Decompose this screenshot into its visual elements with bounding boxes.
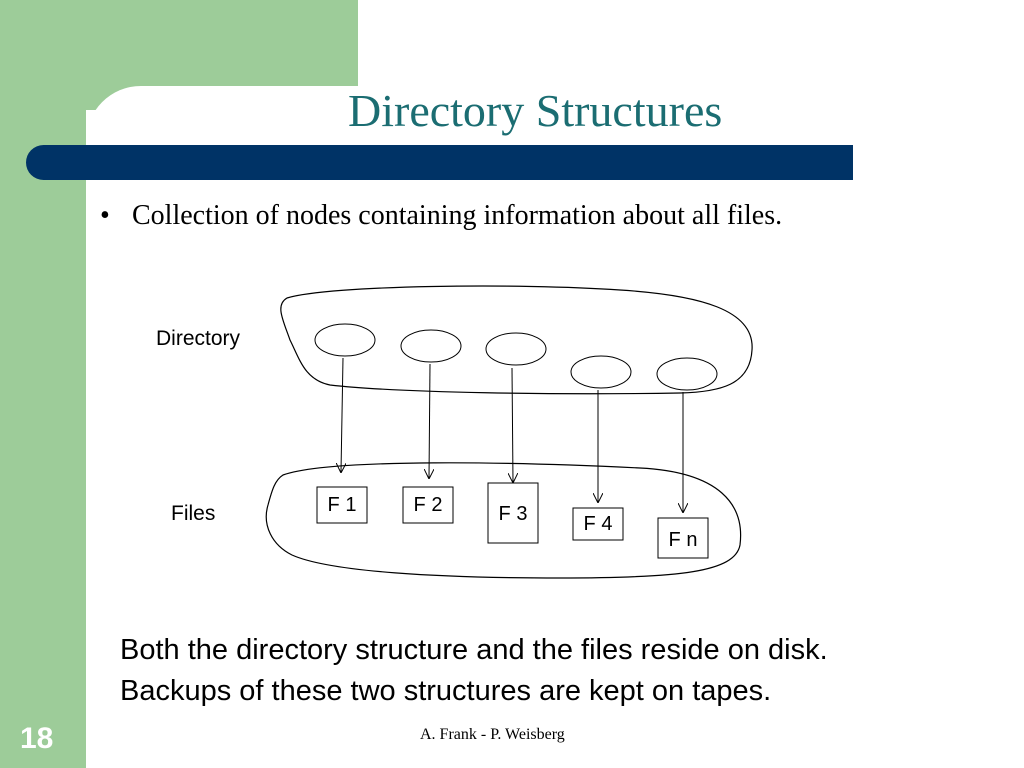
bullet-dot: • <box>100 200 110 231</box>
footer-author: A. Frank - P. Weisberg <box>420 726 565 743</box>
bullet-text: Collection of nodes containing informati… <box>132 200 783 231</box>
file-box <box>487 482 539 544</box>
files-label: Files <box>171 502 215 525</box>
file-label: F n <box>669 529 698 551</box>
directory-node <box>485 332 547 366</box>
arrow <box>429 363 430 478</box>
directory-boundary <box>280 285 753 395</box>
slide-number: 18 <box>20 722 54 755</box>
slide-title: Directory Structures <box>348 85 723 136</box>
file-label: F 2 <box>414 494 443 516</box>
summary-line: Backups of these two structures are kept… <box>120 675 772 707</box>
summary-text: Both the directory structure and the fil… <box>120 630 828 712</box>
sidebar-left-band <box>0 0 86 768</box>
file-box <box>657 517 709 559</box>
title-bar <box>26 145 853 180</box>
summary-line: Both the directory structure and the fil… <box>120 634 828 666</box>
arrow <box>512 367 513 482</box>
file-box <box>316 486 368 524</box>
directory-node <box>400 329 462 363</box>
file-box <box>572 507 624 541</box>
files-boundary <box>265 462 742 579</box>
file-label: F 3 <box>499 503 528 525</box>
directory-label: Directory <box>156 327 241 350</box>
file-label: F 1 <box>328 494 357 516</box>
file-box <box>402 486 454 524</box>
bullet-item: • Collection of nodes containing informa… <box>100 200 782 232</box>
directory-node <box>656 357 718 391</box>
directory-node <box>314 323 376 357</box>
directory-node <box>570 355 632 389</box>
file-label: F 4 <box>584 513 613 535</box>
arrow <box>341 357 343 472</box>
